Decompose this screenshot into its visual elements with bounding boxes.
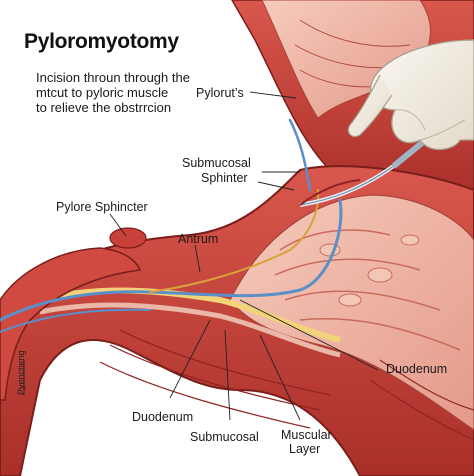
label-muscular-layer-line2: Layer — [289, 442, 321, 456]
duodenum-tube — [0, 227, 147, 401]
diagram-title: Pyloromyotomy — [24, 30, 179, 53]
label-submucosal-sphincter-line1: Submucosal — [182, 156, 251, 170]
description-line-3: to relieve the obstrrcion — [36, 100, 172, 115]
label-pylorus: Pylorut’s — [196, 86, 244, 100]
description-line-1: Incision throun through the — [36, 70, 190, 85]
label-side-vertical: Pyenctieng — [16, 350, 26, 395]
label-duodenum-right: Duodenum — [386, 362, 448, 376]
label-pyloric-sphincter: Pylore Sphincter — [56, 200, 148, 214]
label-submucosal-sphincter-line2: Sphinter — [201, 171, 248, 185]
label-submucosal-bottom: Submucosal — [190, 430, 259, 444]
description-text: Incision throun through the mtcut to pyl… — [36, 70, 190, 115]
blood-vessels — [0, 118, 343, 333]
label-muscular-layer-line1: Muscular — [281, 428, 332, 442]
stomach-body — [0, 165, 474, 476]
description-line-2: mtcut to pyloric muscle — [36, 85, 169, 100]
label-duodenum-bottom: Duodenum — [132, 410, 194, 424]
label-antrum: Antrum — [178, 232, 219, 246]
gloved-hand — [347, 39, 474, 151]
leader-lines — [23, 91, 379, 421]
